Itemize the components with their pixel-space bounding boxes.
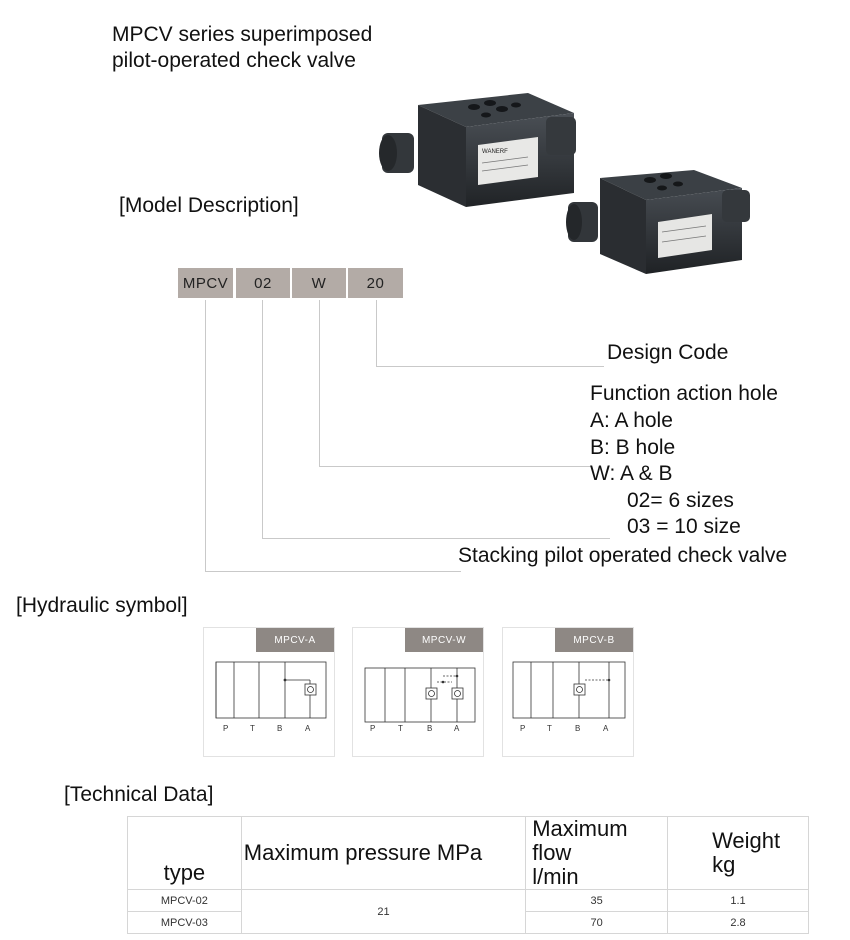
port-p: P [520, 724, 526, 733]
title-line-1: MPCV series superimposed [112, 23, 373, 46]
technical-data-table: type Maximum pressure MPa Maximum flow l… [127, 816, 809, 934]
function-w-text: W: A & B [590, 462, 673, 485]
header-flow-line2: l/min [532, 864, 579, 889]
page-title: MPCV series superimposed pilot-operated … [112, 22, 372, 74]
symbol-label: MPCV-B [555, 628, 633, 652]
port-b: B [277, 724, 283, 733]
header-flow-line1: Maximum flow [532, 816, 628, 865]
port-b: B [575, 724, 581, 733]
leader-series-v [205, 300, 206, 571]
table-header-row: type Maximum pressure MPa Maximum flow l… [127, 816, 809, 890]
code-size: 02 [236, 268, 290, 298]
table-row: MPCV-02 21 35 1.1 [127, 889, 809, 934]
symbol-card-mpcv-b: MPCV-B P T B A [502, 627, 634, 757]
technical-data-heading: [Technical Data] [64, 783, 214, 806]
port-p: P [370, 724, 376, 733]
header-weight: Weight kg [667, 816, 809, 890]
leader-size-v [262, 300, 263, 538]
cell-pressure: 21 [240, 889, 527, 934]
port-p: P [223, 724, 229, 733]
hydraulic-schematic-w [364, 667, 476, 723]
function-b-text: B: B hole [590, 436, 676, 459]
title-line-2: pilot-operated check valve [112, 49, 356, 72]
leader-size-h [262, 538, 610, 539]
symbol-label: MPCV-A [256, 628, 334, 652]
cell-flow: 35 [525, 889, 669, 912]
port-a: A [454, 724, 460, 733]
cell-weight: 2.8 [667, 911, 809, 934]
port-t: T [398, 724, 403, 733]
header-weight-line1: Weight [712, 828, 781, 853]
stacking-text: Stacking pilot operated check valve [458, 544, 788, 567]
model-description-heading: [Model Description] [119, 194, 299, 217]
design-code-text: Design Code [607, 341, 729, 364]
hydraulic-symbol-heading: [Hydraulic symbol] [16, 594, 188, 617]
function-a-text: A: A hole [590, 409, 673, 432]
port-t: T [547, 724, 552, 733]
code-series: MPCV [178, 268, 233, 298]
table-row: MPCV-03 70 2.8 [127, 911, 809, 934]
leader-design-h [376, 366, 604, 367]
cell-type: MPCV-03 [127, 911, 242, 934]
header-weight-line2: kg [712, 852, 736, 877]
symbol-card-mpcv-a: MPCV-A P T B A [203, 627, 335, 757]
leader-design-v [376, 300, 377, 367]
code-function: W [292, 268, 346, 298]
code-design: 20 [348, 268, 403, 298]
port-t: T [250, 724, 255, 733]
function-heading-text: Function action hole [590, 382, 778, 405]
symbol-card-mpcv-w: MPCV-W P T B A [352, 627, 484, 757]
leader-series-h [205, 571, 461, 572]
leader-function-h [319, 466, 591, 467]
size-03-text: 03 = 10 size [627, 515, 741, 538]
size-02-text: 02= 6 sizes [627, 489, 734, 512]
header-pressure: Maximum pressure MPa [240, 816, 527, 890]
cell-weight: 1.1 [667, 889, 809, 912]
port-a: A [603, 724, 609, 733]
valve-photo-small [566, 170, 750, 274]
valve-photo-large: WANERF [379, 93, 576, 207]
cell-flow: 70 [525, 911, 669, 934]
symbol-label: MPCV-W [405, 628, 483, 652]
port-b: B [427, 724, 433, 733]
leader-function-v [319, 300, 320, 466]
port-a: A [305, 724, 311, 733]
cell-type: MPCV-02 [127, 889, 242, 912]
header-type: type [127, 816, 242, 890]
hydraulic-schematic-b [512, 661, 626, 719]
header-flow: Maximum flow l/min [525, 816, 669, 890]
hydraulic-schematic-a [215, 661, 327, 719]
valve-brand-label: WANERF [482, 149, 508, 155]
